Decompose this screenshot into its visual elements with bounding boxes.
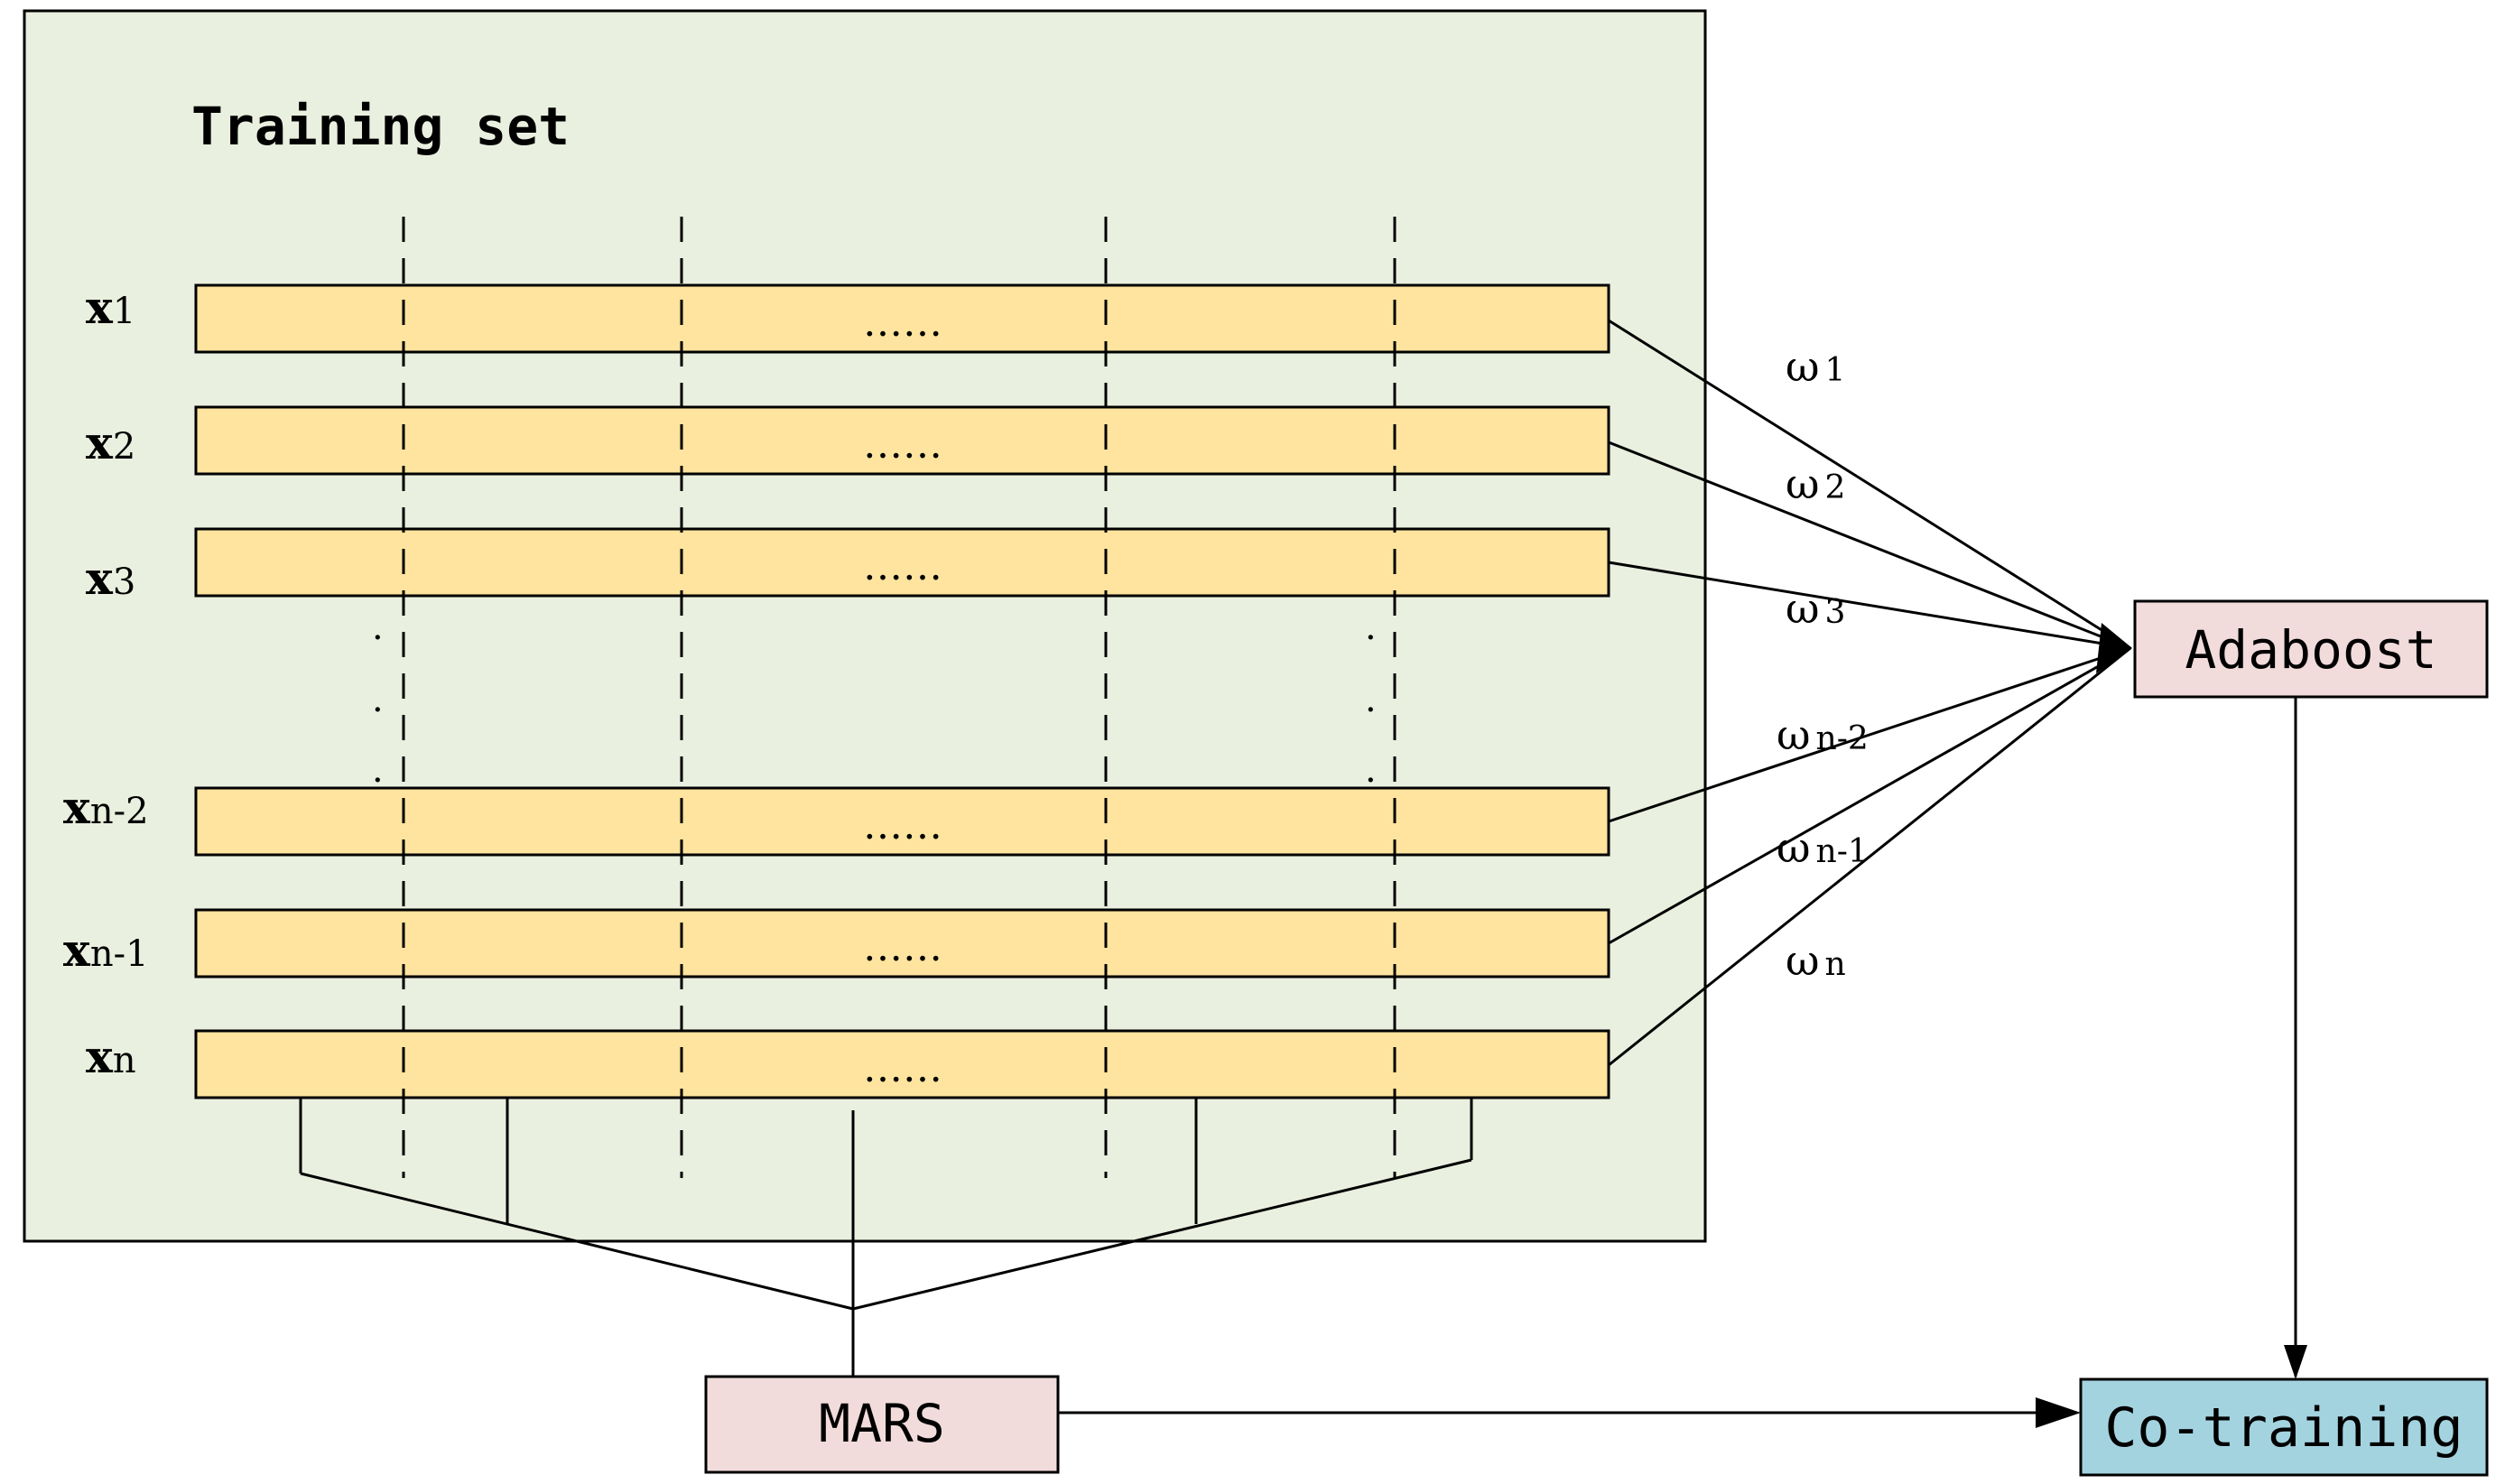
row-label-n-1: xn-1 — [63, 923, 149, 977]
feature-row-n-1 — [194, 908, 1610, 979]
mars-node — [704, 1375, 1060, 1474]
weight-connectors — [1608, 319, 2131, 1067]
feature-row-3 — [194, 527, 1610, 598]
row-ellipsis-2: …… — [863, 422, 942, 468]
feature-row-n — [194, 1029, 1610, 1099]
row-label-1: x1 — [86, 281, 135, 334]
training-set-title: Training set — [191, 96, 570, 157]
row-label-n: xn — [86, 1030, 136, 1083]
vertical-ellipsis-right-2: · — [1365, 690, 1377, 731]
row-ellipsis-1: …… — [863, 300, 942, 346]
row-label-n-2: xn-2 — [63, 781, 149, 834]
row-label-2: x2 — [86, 416, 135, 469]
cotraining-label: Co-training — [2104, 1396, 2463, 1460]
mars-label: MARS — [819, 1393, 945, 1454]
feature-row-2 — [194, 405, 1610, 476]
vertical-ellipsis-right-1: · — [1365, 617, 1377, 659]
vertical-ellipsis-left-2: · — [372, 690, 384, 731]
cotraining-left-arrowhead — [2036, 1397, 2081, 1428]
row-ellipsis-n: …… — [863, 1045, 942, 1091]
vertical-ellipsis-left-3: · — [372, 760, 384, 802]
vertical-ellipsis-left-1: · — [372, 617, 384, 659]
mars-bracket-tree — [299, 1098, 1473, 1377]
row-ellipsis-n-1: …… — [863, 924, 942, 970]
row-ellipsis-3: …… — [863, 543, 942, 589]
vertical-ellipsis-right-3: · — [1365, 760, 1377, 802]
feature-row-1 — [194, 283, 1610, 354]
adaboost-arrowhead — [2096, 623, 2132, 673]
row-label-3: x3 — [86, 552, 135, 605]
adaboost-label: Adaboost — [2185, 619, 2436, 681]
cotraining-top-arrowhead — [2284, 1345, 2307, 1379]
row-ellipsis-n-2: …… — [863, 802, 942, 849]
feature-row-n-2 — [194, 786, 1610, 857]
cotraining-node — [2079, 1377, 2489, 1477]
adaboost-node — [2133, 599, 2489, 699]
